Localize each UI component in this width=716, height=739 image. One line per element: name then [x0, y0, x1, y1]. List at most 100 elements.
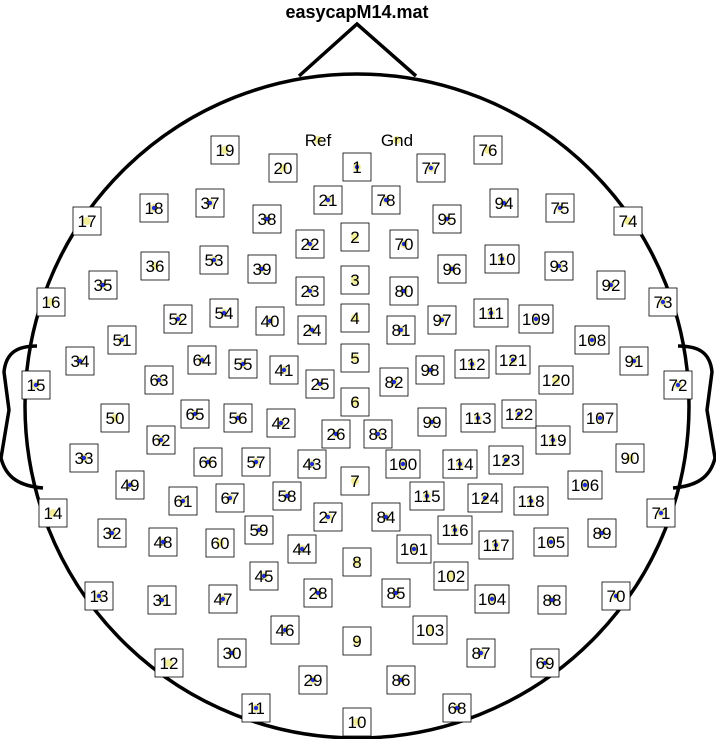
electrode-marker	[77, 358, 83, 364]
electrode-label: 71	[652, 504, 671, 523]
electrode-120: 120	[538, 365, 574, 395]
electrode-marker	[299, 546, 305, 552]
electrode-71: 71	[646, 498, 676, 528]
electrode-marker	[81, 455, 87, 461]
electrode-marker	[469, 361, 475, 367]
electrode-30: 30	[217, 638, 247, 668]
electrode-label: 30	[223, 644, 242, 663]
electrode-label: 83	[369, 425, 388, 444]
electrode-marker	[317, 381, 323, 387]
electrode-114: 114	[442, 449, 478, 479]
electrode-label: 41	[275, 361, 294, 380]
electrode-82: 82	[379, 367, 409, 397]
electrode-marker	[429, 419, 435, 425]
electrode-marker	[158, 437, 164, 443]
electrode-label: 34	[71, 352, 90, 371]
electrode-label: 78	[377, 191, 396, 210]
electrode-label: 6	[350, 393, 359, 412]
electrode-marker	[550, 437, 556, 443]
electrode-label: 49	[121, 476, 140, 495]
electrode-marker	[159, 597, 165, 603]
electrode-halo	[216, 539, 224, 547]
electrode-label: 74	[619, 212, 638, 231]
electrode-marker	[307, 241, 313, 247]
electrode-106: 106	[567, 470, 603, 500]
electrode-marker	[528, 498, 534, 504]
electrode-70: 70	[601, 581, 631, 611]
electrode-label: 15	[27, 376, 46, 395]
electrode-marker	[533, 316, 539, 322]
layout-title: easycapM14.mat	[285, 2, 428, 22]
electrode-85: 85	[381, 578, 411, 608]
electrode-label: 70	[395, 235, 414, 254]
left-ear-outline	[0, 344, 44, 490]
electrode-label: 47	[214, 590, 233, 609]
electrode-77: 77	[416, 153, 446, 183]
electrode-label: 106	[571, 476, 599, 495]
electrode-marker	[427, 367, 433, 373]
electrode-112: 112	[454, 349, 490, 379]
electrode-marker	[325, 197, 331, 203]
electrode-marker	[281, 367, 287, 373]
electrode-label: 55	[234, 355, 253, 374]
electrode-label: 19	[216, 141, 235, 160]
electrode-box	[72, 206, 102, 236]
electrode-marker	[400, 461, 406, 467]
electrode-marker	[261, 573, 267, 579]
electrode-label: 113	[464, 409, 491, 428]
electrode-label: 85	[387, 584, 406, 603]
electrode-label: 70	[607, 587, 626, 606]
electrode-halo	[111, 414, 119, 422]
electrode-label: 115	[413, 487, 440, 506]
electrode-marker	[475, 415, 481, 421]
electrode-marker	[401, 241, 407, 247]
electrode-marker	[428, 165, 434, 171]
electrode-marker	[192, 411, 198, 417]
electrode-marker	[199, 357, 205, 363]
electrode-label: 91	[625, 352, 644, 371]
electrode-marker	[675, 382, 681, 388]
electrode-label: 84	[377, 508, 396, 527]
electrode-99: 99	[417, 407, 447, 437]
electrode-93: 93	[544, 251, 574, 281]
electrode-103: 103	[412, 615, 448, 645]
electrode-90: 90	[615, 443, 645, 473]
electrode-marker	[315, 590, 321, 596]
electrode-label: 2	[350, 228, 359, 247]
electrode-65: 65	[180, 399, 210, 429]
electrode-box	[535, 425, 571, 455]
electrode-89: 89	[587, 518, 617, 548]
electrode-marker	[383, 514, 389, 520]
electrode-118: 118	[513, 486, 549, 516]
electrode-57: 57	[241, 447, 271, 477]
electrode-59: 59	[244, 515, 274, 545]
electrode-88: 88	[537, 585, 567, 615]
electrode-marker	[582, 482, 588, 488]
electrode-33: 33	[69, 443, 99, 473]
electrode-marker	[556, 263, 562, 269]
electrode-label: 107	[586, 409, 614, 428]
electrode-label: 58	[278, 487, 297, 506]
electrode-box	[371, 185, 401, 215]
electrode-label: 64	[193, 351, 212, 370]
electrode-10: 10	[342, 707, 372, 737]
electrode-box	[193, 447, 223, 477]
electrode-label: 94	[495, 194, 514, 213]
electrode-label: 88	[543, 591, 562, 610]
electrode-27: 27	[313, 502, 343, 532]
electrode-60: 60	[205, 528, 235, 558]
electrode-marker	[100, 282, 106, 288]
electrode-25: 25	[305, 369, 335, 399]
electrode-66: 66	[193, 447, 223, 477]
electrode-marker	[444, 216, 450, 222]
electrode-label: 16	[42, 293, 61, 312]
electrode-marker	[516, 411, 522, 417]
electrode-marker	[503, 457, 509, 463]
electrode-67: 67	[215, 483, 245, 513]
electrode-label: 122	[505, 405, 533, 424]
electrode-119: 119	[535, 425, 571, 455]
electrode-label: 28	[309, 584, 328, 603]
electrode-label: 92	[602, 276, 621, 295]
electrode-marker	[354, 164, 360, 170]
electrode-marker	[264, 216, 270, 222]
